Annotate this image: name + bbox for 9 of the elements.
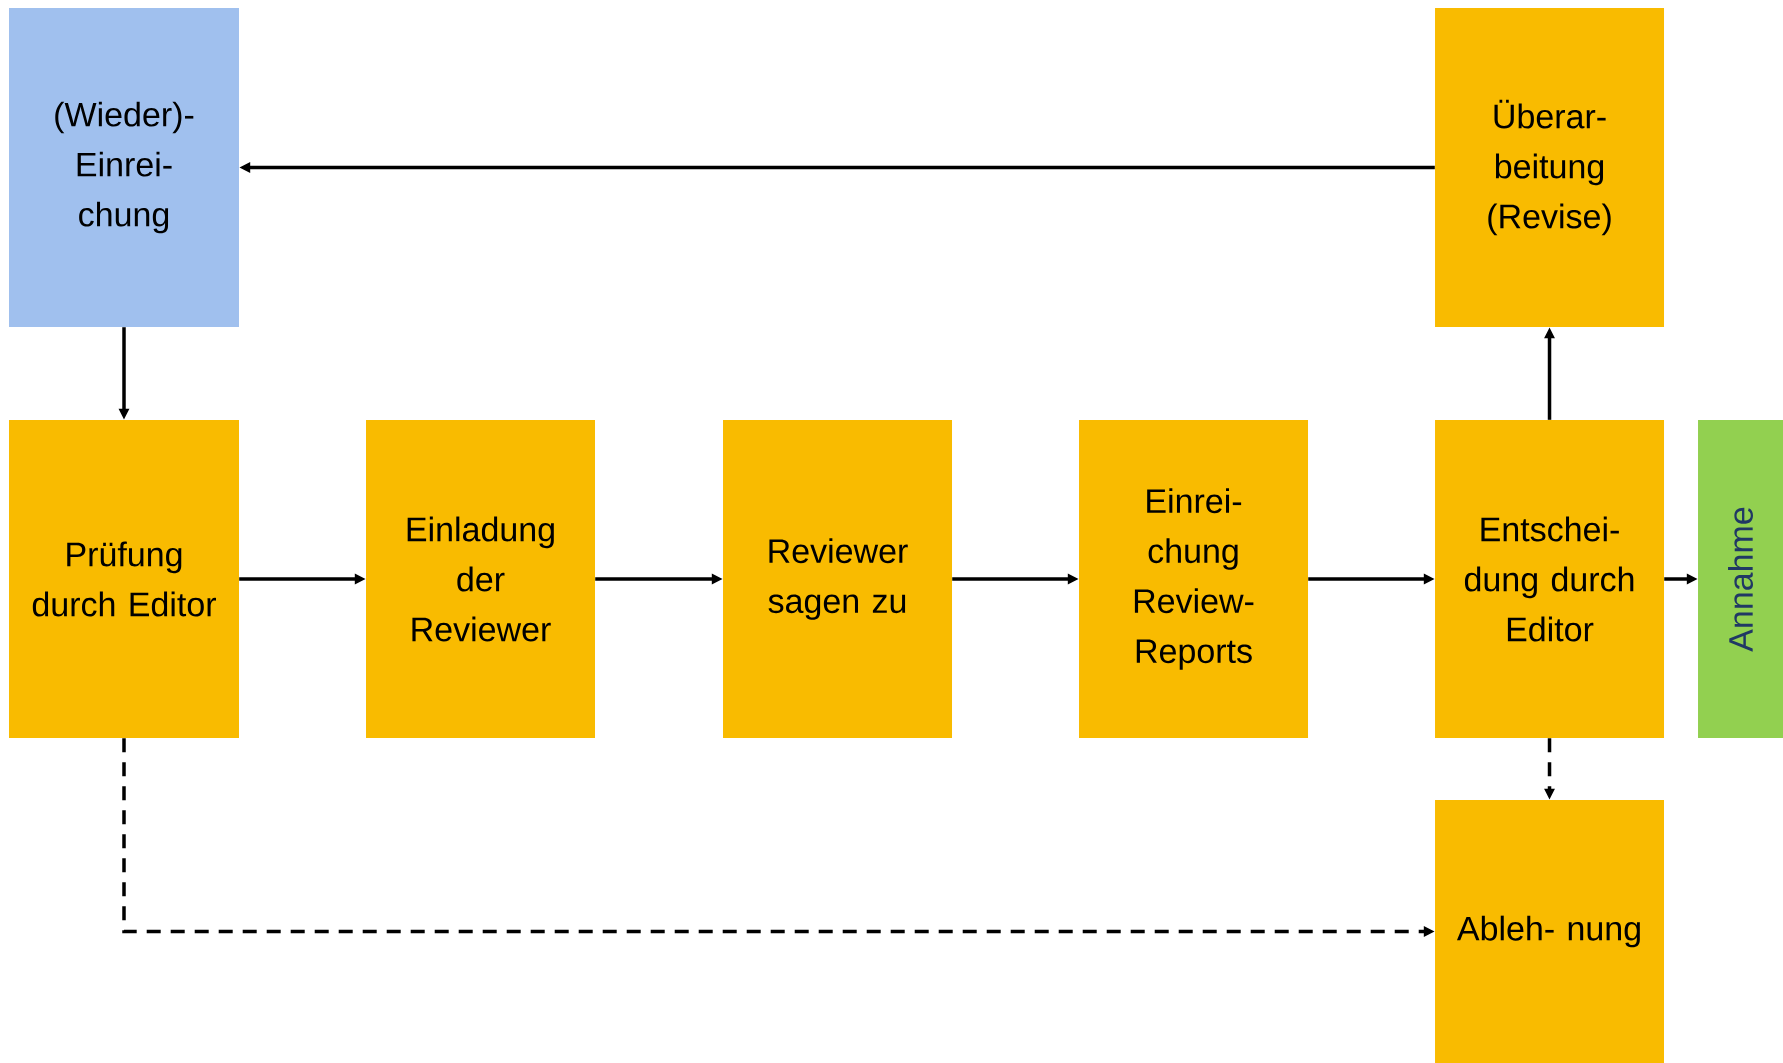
process-box: Reviewer sagen zu — [723, 420, 952, 738]
process-box: Ableh- nung — [1435, 800, 1664, 1063]
process-box: Überar- beitung (Revise) — [1435, 8, 1664, 327]
process-box: Entschei- dung durch Editor — [1435, 420, 1664, 738]
process-box: Einrei- chung Review- Reports — [1079, 420, 1308, 738]
process-box: Annahme — [1698, 420, 1783, 738]
process-box: (Wieder)- Einrei- chung — [9, 8, 239, 327]
process-box: Einladung der Reviewer — [366, 420, 595, 738]
process-box: Prüfung durch Editor — [9, 420, 239, 738]
